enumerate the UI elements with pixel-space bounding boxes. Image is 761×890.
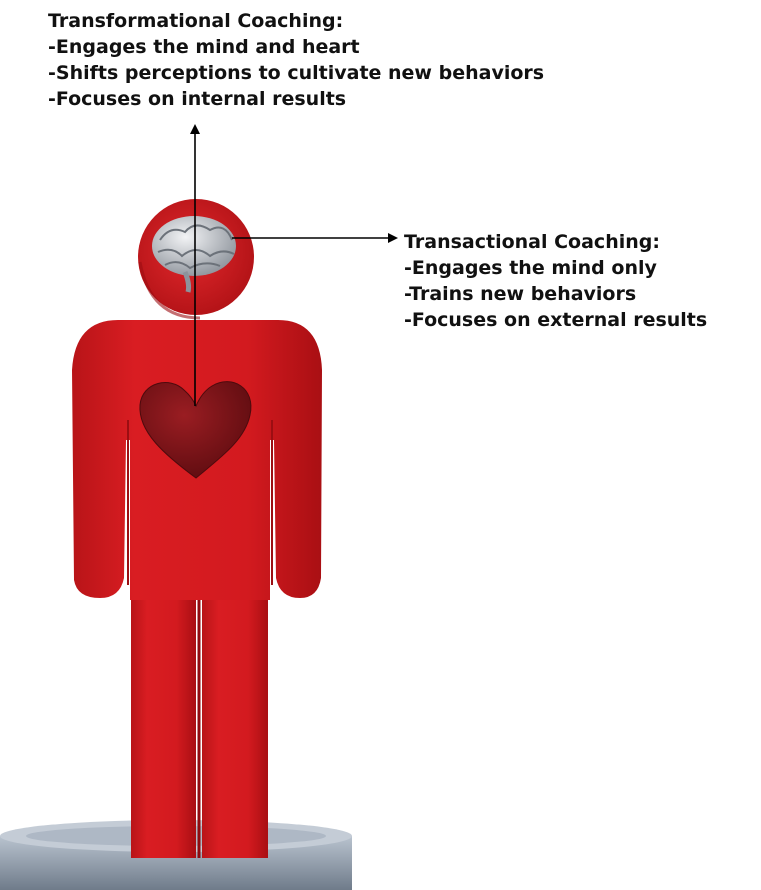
right-leg (202, 586, 268, 858)
transformational-title: Transformational Coaching: (48, 10, 344, 32)
transformational-point: -Shifts perceptions to cultivate new beh… (48, 62, 545, 84)
transactional-point: -Focuses on external results (404, 309, 708, 331)
transformational-point: -Engages the mind and heart (48, 36, 360, 58)
left-leg (131, 586, 196, 858)
heart-icon (139, 381, 252, 479)
transformational-point: -Focuses on internal results (48, 88, 347, 110)
transactional-coaching-label: Transactional Coaching: -Engages the min… (404, 229, 707, 333)
transactional-title: Transactional Coaching: (404, 231, 660, 253)
brain-icon (152, 216, 236, 293)
transactional-point: -Engages the mind only (404, 257, 657, 279)
human-figure (72, 199, 322, 858)
transformational-coaching-label: Transformational Coaching: -Engages the … (48, 8, 544, 112)
transactional-point: -Trains new behaviors (404, 283, 637, 305)
